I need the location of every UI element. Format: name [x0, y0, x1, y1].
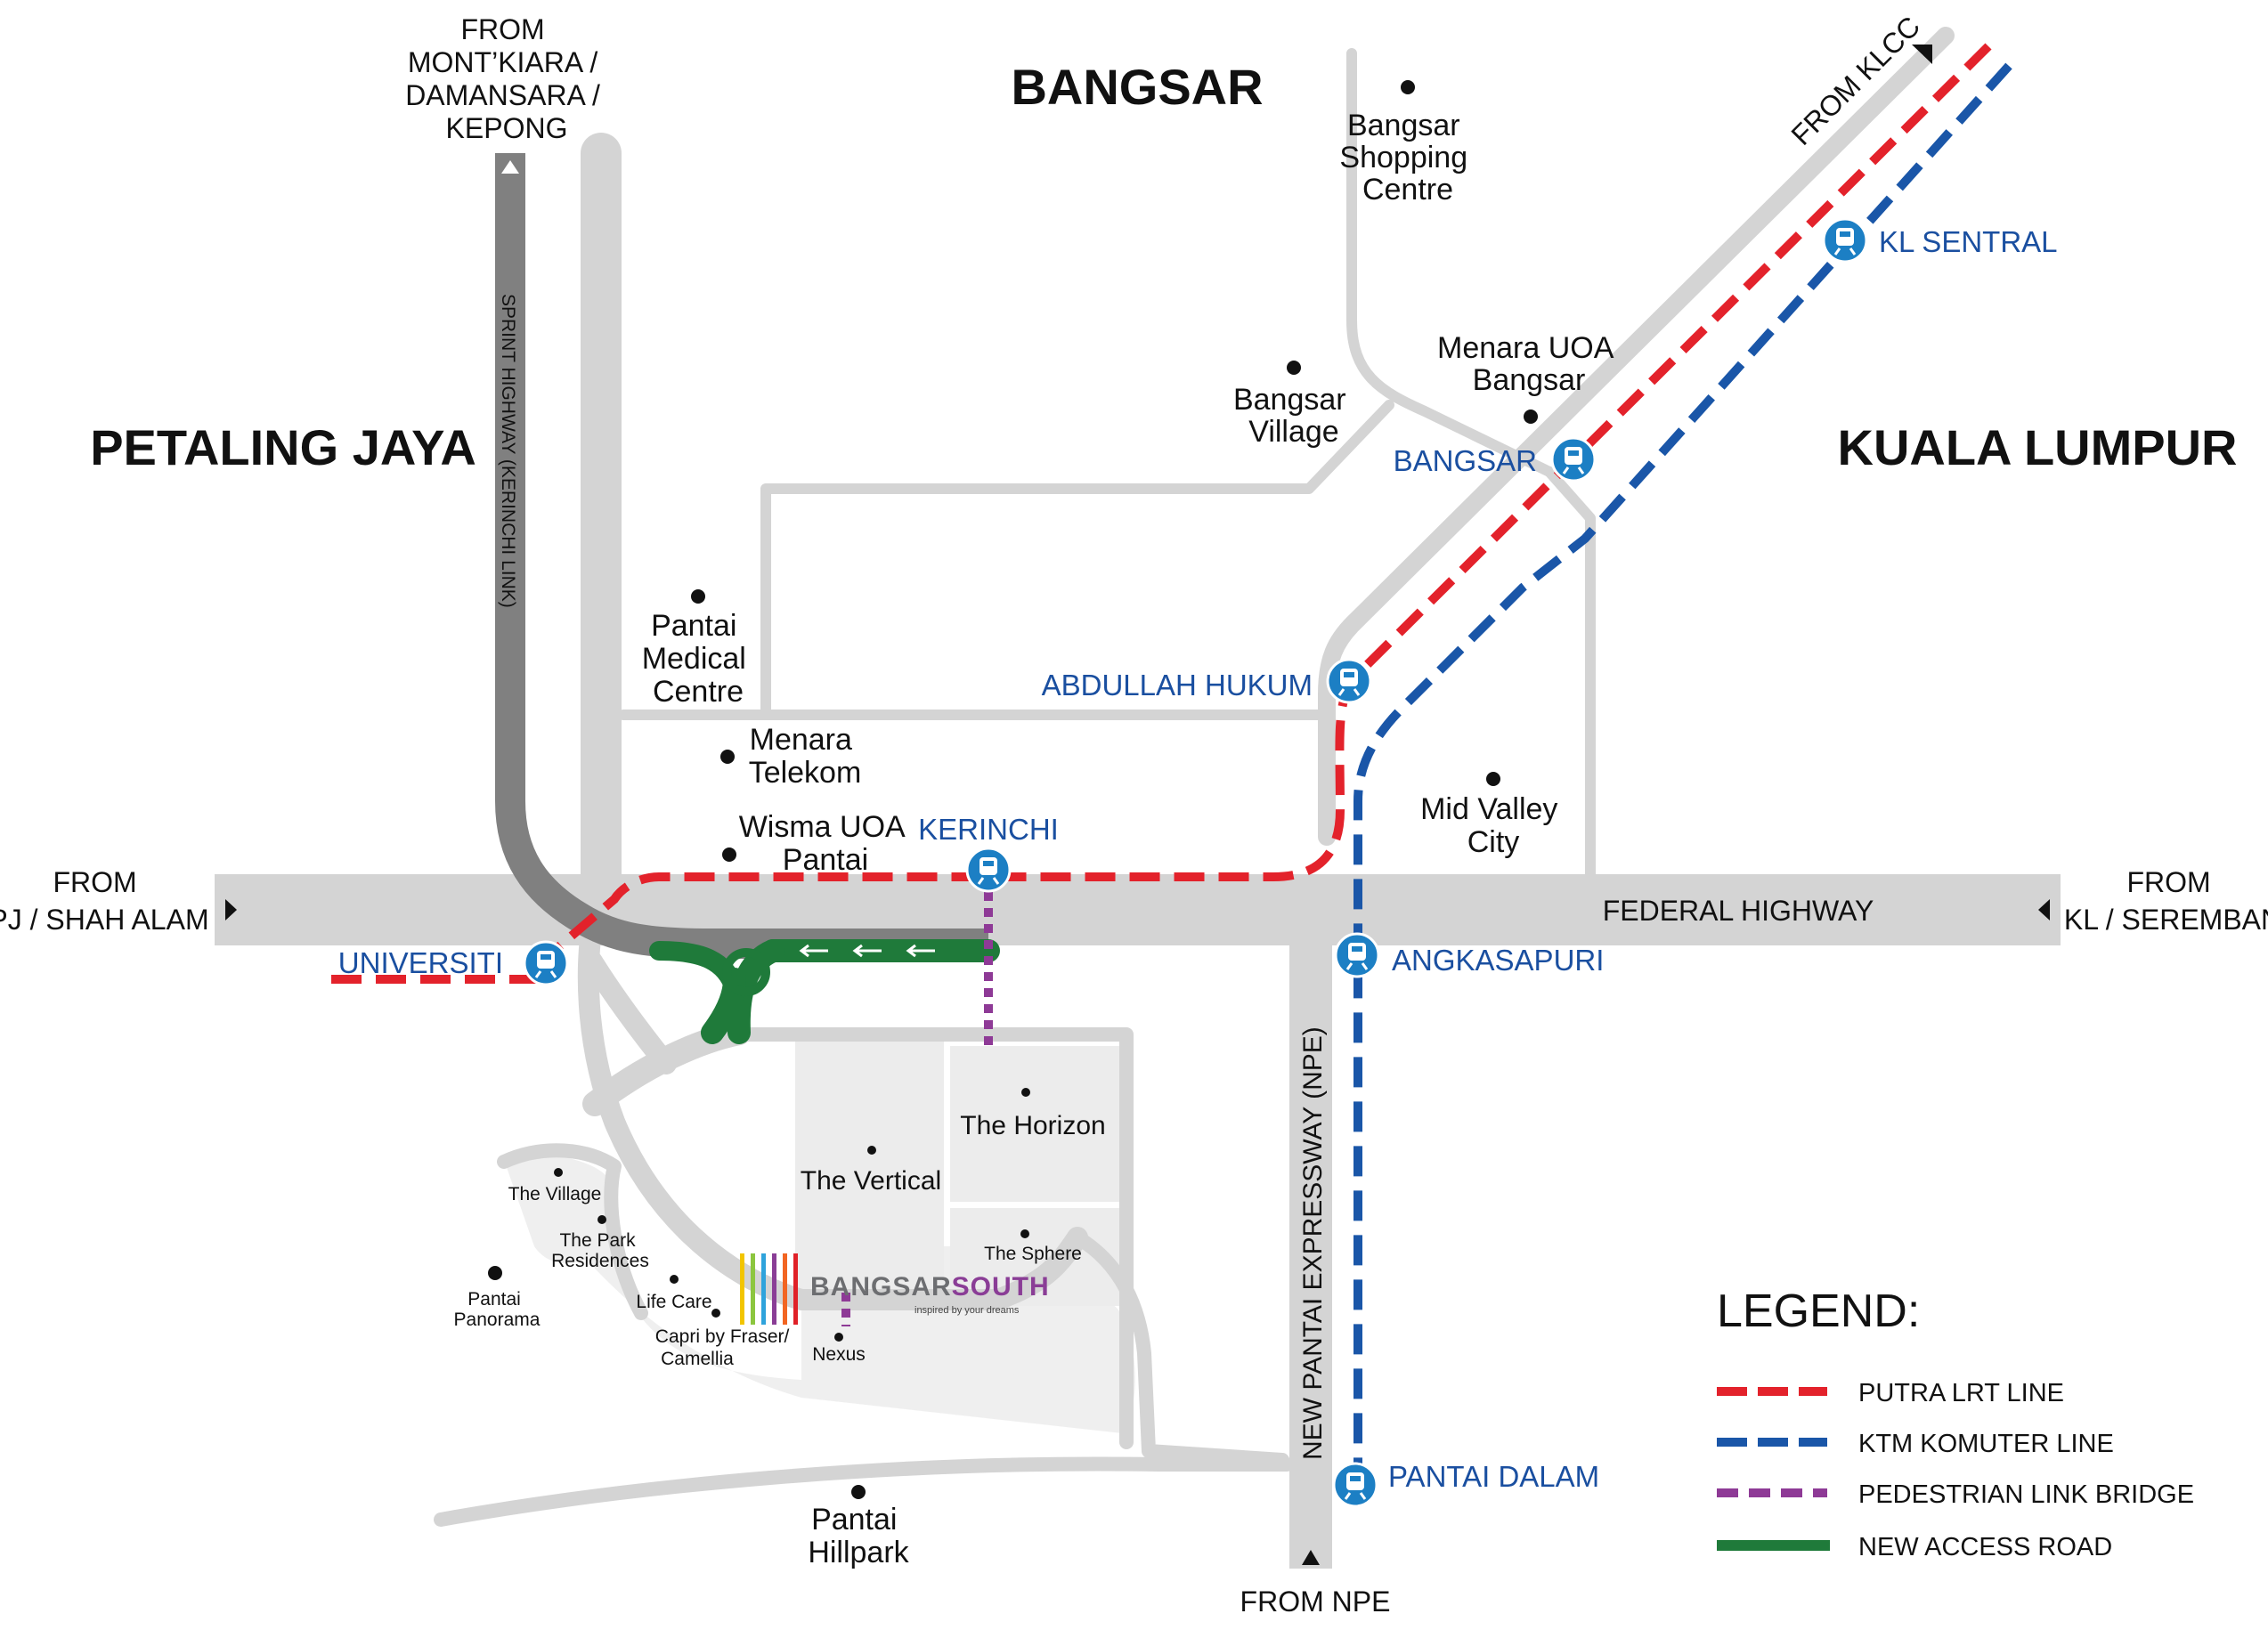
station-label-abdullah-hukum: ABDULLAH HUKUM [1042, 669, 1313, 701]
place-pantai-medical-centre: Pantai Medical Centre [642, 609, 755, 709]
road-label-federal: FEDERAL HIGHWAY [1603, 895, 1874, 927]
train-icon-kerinchi [965, 847, 1012, 893]
pedestrian-link-bridge [841, 892, 993, 1326]
block-horizon [950, 1046, 1119, 1202]
station-label-bangsar: BANGSAR [1394, 444, 1537, 477]
legend-label-lrt: PUTRA LRT LINE [1858, 1379, 2064, 1407]
place-the-village: The Village [508, 1184, 602, 1204]
logo-stripe-4 [772, 1253, 776, 1325]
legend-title: LEGEND: [1717, 1285, 1920, 1337]
road-label-sprint: SPRINT HIGHWAY (KERINCHI LINK) [498, 294, 518, 608]
place-the-sphere: The Sphere [984, 1244, 1082, 1264]
station-label-kerinchi: KERINCHI [918, 813, 1059, 846]
place-mid-valley-city: Mid Valley City [1420, 792, 1566, 859]
station-label-universiti: UNIVERSITI [338, 946, 503, 979]
place-wisma-uoa-pantai: Wisma UOA Pantai [739, 810, 913, 877]
place-capri-camellia: Capri by Fraser/ Camellia [655, 1326, 794, 1369]
arrow-up-npe [1302, 1550, 1320, 1565]
place-the-vertical: The Vertical [801, 1166, 941, 1196]
approach-pj: FROM PJ / SHAH ALAM [0, 866, 209, 936]
arrow-up-mont-kiara [501, 160, 519, 174]
place-bangsar-shopping-centre: Bangsar Shopping Centre [1339, 109, 1475, 207]
train-icon-pantai-dalam [1332, 1462, 1378, 1508]
station-label-angkasapuri: ANGKASAPURI [1392, 944, 1604, 977]
train-icon-abdullah-hukum [1326, 658, 1372, 704]
place-menara-uoa-bangsar: Menara UOA Bangsar [1437, 331, 1621, 397]
access-road-arrows [799, 944, 935, 958]
logo-stripe-6 [793, 1253, 798, 1325]
arrow-left-kl [2038, 899, 2050, 920]
logo-stripe-5 [783, 1253, 787, 1325]
place-the-park-residences: The Park Residences [551, 1230, 649, 1271]
block-vertical [795, 1042, 944, 1300]
new-access-road [649, 939, 1000, 1044]
approach-mont-kiara: FROM MONT’KIARA / DAMANSARA / KEPONG [405, 13, 608, 144]
place-menara-telekom: Menara Telekom [749, 723, 862, 790]
bangsar-south-logo: BANGSARSOUTH inspired by your dreams [740, 1253, 1050, 1325]
new-pantai-expressway [1289, 945, 1332, 1569]
arrow-klcc [1912, 45, 1932, 64]
train-icon-universiti [523, 940, 569, 986]
region-kuala-lumpur: KUALA LUMPUR [1838, 419, 2238, 475]
place-pantai-panorama: Pantai Panorama [454, 1289, 541, 1330]
place-pantai-hillpark: Pantai Hillpark [808, 1503, 909, 1569]
station-icons [523, 217, 1868, 1508]
station-label-kl-sentral: KL SENTRAL [1879, 225, 2058, 258]
legend: LEGEND: PUTRA LRT LINE KTM KOMUTER LINE … [1717, 1285, 2194, 1561]
logo-stripe-2 [751, 1253, 755, 1325]
legend-label-pedestrian: PEDESTRIAN LINK BRIDGE [1858, 1480, 2194, 1509]
ktm-komuter-line [1353, 62, 2012, 1478]
place-bangsar-village: Bangsar Village [1233, 383, 1354, 449]
station-label-pantai-dalam: PANTAI DALAM [1388, 1460, 1599, 1493]
approach-kl: FROM KL / SEREMBAN [2064, 866, 2268, 936]
region-petaling-jaya: PETALING JAYA [90, 419, 476, 475]
approach-npe: FROM NPE [1240, 1585, 1391, 1618]
legend-label-access-road: NEW ACCESS ROAD [1858, 1533, 2112, 1561]
putra-lrt-line [321, 43, 1992, 984]
place-life-care: Life Care [636, 1292, 711, 1312]
logo-stripe-3 [761, 1253, 766, 1325]
place-the-horizon: The Horizon [960, 1111, 1105, 1140]
train-icon-bangsar [1550, 436, 1597, 483]
logo-tagline: inspired by your dreams [915, 1305, 1020, 1316]
road-label-npe: NEW PANTAI EXPRESSWAY (NPE) [1298, 1026, 1328, 1460]
place-markers [488, 80, 1538, 1499]
arrow-right-pj [225, 899, 237, 920]
region-bangsar: BANGSAR [1011, 59, 1263, 115]
logo-wordmark: BANGSARSOUTH [810, 1272, 1050, 1302]
logo-stripe-1 [740, 1253, 744, 1325]
place-nexus: Nexus [812, 1344, 866, 1365]
train-icon-kl-sentral [1822, 217, 1868, 264]
train-icon-angkasapuri [1334, 932, 1380, 978]
local-roads [434, 27, 1955, 1527]
legend-label-ktm: KTM KOMUTER LINE [1858, 1430, 2114, 1458]
